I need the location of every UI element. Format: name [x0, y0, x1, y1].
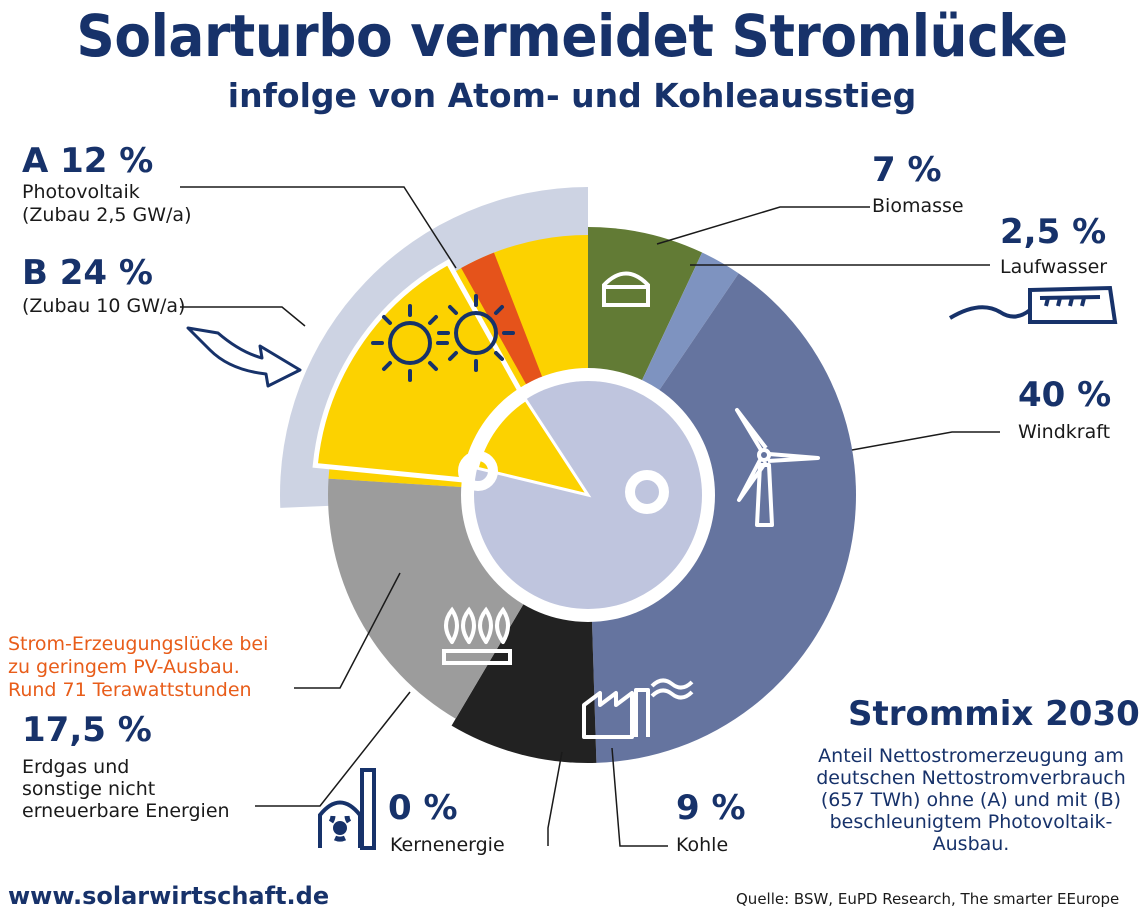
slice-windkraft	[588, 273, 856, 763]
source-note: Quelle: BSW, EuPD Research, The smarter …	[736, 890, 1120, 908]
gap-text-3: Rund 71 Terawattstunden	[8, 679, 252, 701]
pv-a-zubau: (Zubau 2,5 GW/a)	[22, 204, 192, 226]
strommix-desc-5: Ausbau.	[932, 833, 1010, 855]
website-link[interactable]: www.solarwirtschaft.de	[8, 882, 330, 910]
biomasse-label: Biomasse	[872, 195, 964, 217]
laufwasser-percent: 2,5 %	[1000, 212, 1107, 252]
leader-lines	[180, 186, 1000, 847]
windkraft-percent: 40 %	[1018, 375, 1112, 415]
pv-a-percent: A 12 %	[22, 141, 154, 181]
factory-icon	[582, 678, 694, 739]
gas-flame-icon	[442, 606, 512, 665]
windkraft-label: Windkraft	[1018, 421, 1111, 443]
erdgas-label-1: Erdgas und	[22, 756, 130, 778]
kohle-label: Kohle	[676, 834, 729, 856]
pv-b-zubau: (Zubau 10 GW/a)	[22, 295, 186, 317]
strommix-desc-4: beschleunigtem Photovoltaik-	[829, 811, 1113, 833]
wind-turbine-icon	[735, 408, 820, 527]
biomass-silo-icon	[602, 271, 650, 307]
kern-label: Kernenergie	[390, 834, 505, 856]
strommix-title: Strommix 2030	[848, 694, 1140, 734]
nuclear-ring-pv-icon	[458, 451, 498, 491]
page-subtitle: infolge von Atom- und Kohleausstieg	[227, 76, 917, 115]
pv-b-percent: B 24 %	[22, 253, 153, 293]
erdgas-label-3: erneuerbare Energien	[22, 800, 230, 822]
page-title: Solarturbo vermeidet Stromlücke	[76, 2, 1068, 70]
nuclear-plant-icon	[318, 768, 376, 850]
laufwasser-dam-icon	[948, 285, 1118, 324]
sun-icon-b	[371, 304, 449, 382]
kohle-percent: 9 %	[676, 788, 746, 828]
kern-percent: 0 %	[388, 788, 458, 828]
strommix-desc-1: Anteil Nettostromerzeugung am	[818, 745, 1124, 767]
pv-inner-sector	[475, 397, 592, 498]
sun-icon-a	[437, 294, 515, 372]
gap-text-2: zu geringem PV-Ausbau.	[8, 656, 240, 678]
nuclear-ring-icon	[625, 470, 669, 514]
erdgas-label-2: sonstige nicht	[22, 778, 156, 800]
pv-arrow-icon	[186, 326, 302, 388]
strommix-desc-2: deutschen Nettostromverbrauch	[816, 767, 1126, 789]
laufwasser-label: Laufwasser	[1000, 256, 1108, 278]
erdgas-percent: 17,5 %	[22, 710, 152, 750]
pv-a-label: Photovoltaik	[22, 181, 140, 203]
gap-text-1: Strom-Erzeugungslücke bei	[8, 633, 269, 655]
strommix-desc-3: (657 TWh) ohne (A) und mit (B)	[820, 789, 1122, 811]
biomasse-percent: 7 %	[872, 150, 942, 190]
